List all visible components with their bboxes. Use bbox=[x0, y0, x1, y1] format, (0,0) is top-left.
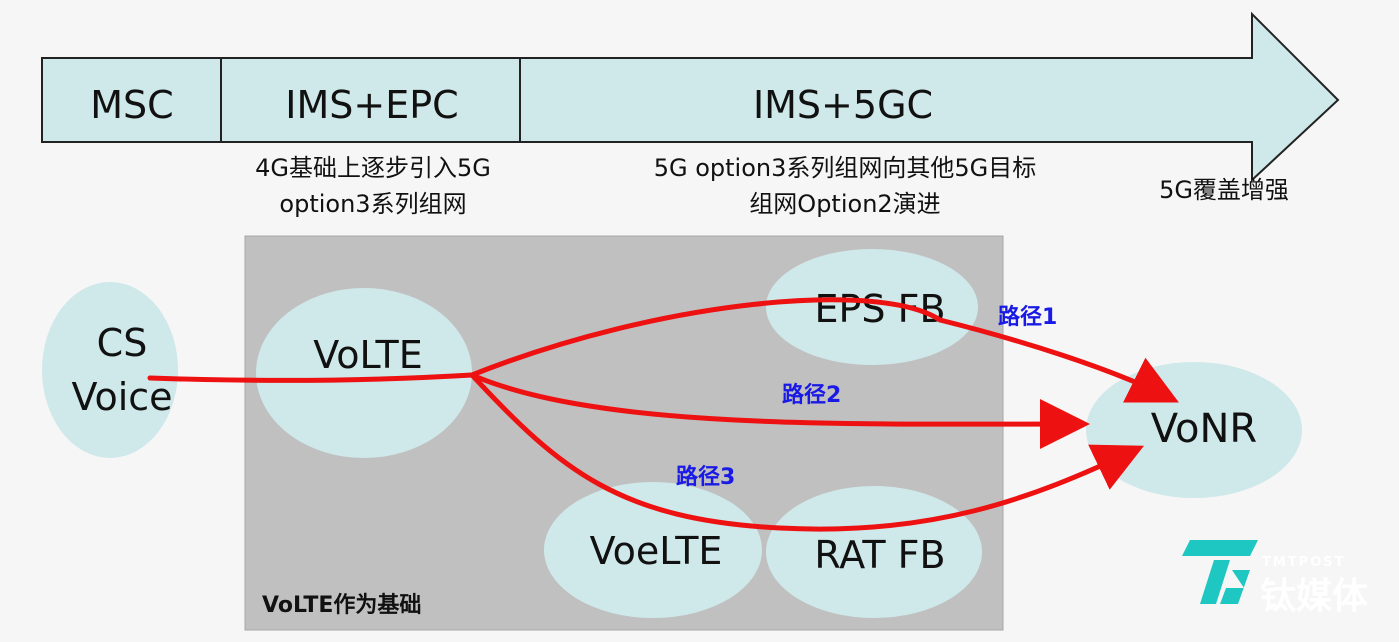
cs-voice-line2: Voice bbox=[71, 375, 172, 419]
watermark-brand-cn: 钛媒体 bbox=[1260, 576, 1368, 617]
path-1-label: 路径1 bbox=[998, 304, 1057, 330]
note-coverage: 5G覆盖增强 bbox=[1159, 176, 1289, 204]
rat-fb-label: RAT FB bbox=[814, 533, 945, 577]
note-ims-5gc-line2: 组网Option2演进 bbox=[749, 190, 940, 218]
vonr-label: VoNR bbox=[1151, 406, 1257, 452]
tmtpost-watermark: TMTPOST 钛媒体 bbox=[1182, 540, 1368, 617]
path-cs-to-volte bbox=[147, 372, 475, 383]
timeline-stage-ims-epc: IMS+EPC bbox=[285, 83, 458, 127]
node-vonr: VoNR bbox=[1086, 362, 1302, 498]
timeline-stage-ims-5gc: IMS+5GC bbox=[753, 83, 933, 127]
node-rat-fb: RAT FB bbox=[766, 486, 982, 618]
timeline-arrow: MSC IMS+EPC IMS+5GC bbox=[41, 11, 1340, 183]
timeline-stage-msc: MSC bbox=[90, 83, 173, 127]
eps-fb-label: EPS FB bbox=[814, 287, 945, 331]
node-voelte: VoeLTE bbox=[544, 482, 762, 618]
tmtpost-logo-icon bbox=[1182, 540, 1258, 604]
node-eps-fb: EPS FB bbox=[766, 249, 978, 365]
note-ims-epc-line2: option3系列组网 bbox=[279, 190, 466, 218]
watermark-brand-en: TMTPOST bbox=[1262, 555, 1345, 570]
node-volte: VoLTE bbox=[256, 288, 472, 458]
path-1-curve bbox=[469, 297, 1179, 403]
panel-label: VoLTE作为基础 bbox=[262, 593, 421, 618]
migration-paths bbox=[147, 297, 1179, 532]
timeline-notes: 4G基础上逐步引入5G option3系列组网 5G option3系列组网向其… bbox=[255, 154, 1289, 218]
path-3-curve bbox=[469, 372, 1145, 532]
voelte-label: VoeLTE bbox=[590, 529, 723, 573]
volte-label: VoLTE bbox=[313, 333, 422, 377]
path-3-label: 路径3 bbox=[676, 464, 735, 490]
path-2-curve bbox=[469, 372, 1090, 450]
path-2-label: 路径2 bbox=[782, 382, 841, 408]
cs-voice-line1: CS bbox=[97, 321, 148, 365]
note-ims-5gc-line1: 5G option3系列组网向其他5G目标 bbox=[654, 154, 1037, 182]
note-ims-epc-line1: 4G基础上逐步引入5G bbox=[255, 154, 491, 182]
node-cs-voice: CS Voice bbox=[42, 282, 178, 458]
